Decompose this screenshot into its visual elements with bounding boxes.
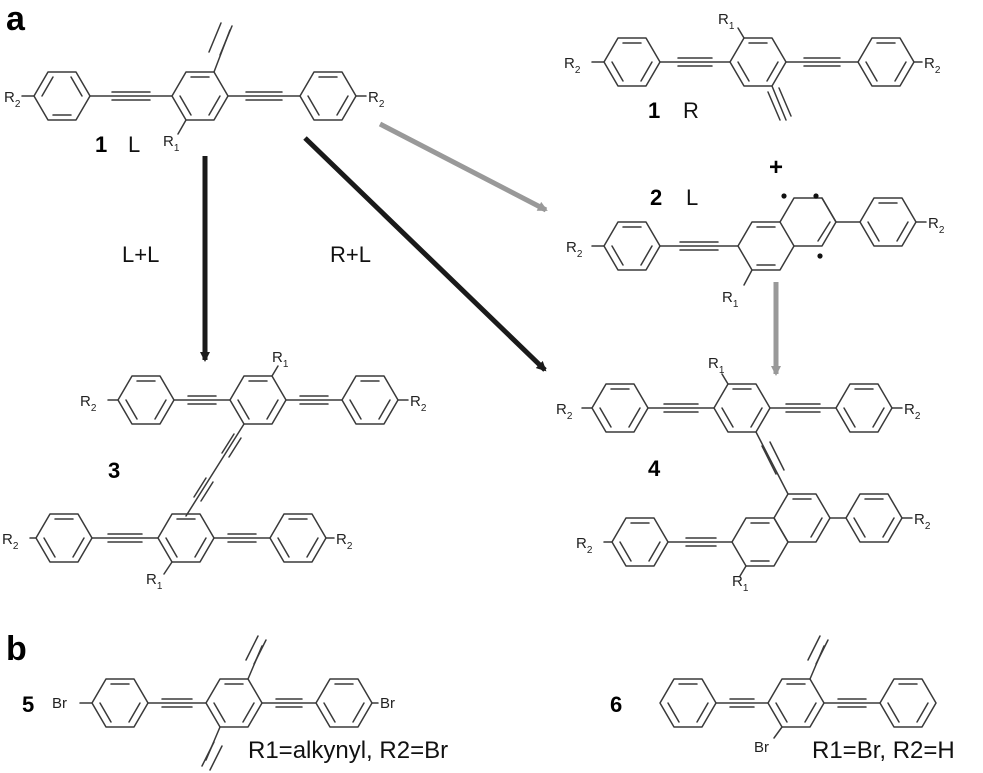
compound-2L-structure: R2 R1 R2 xyxy=(566,193,945,310)
compound-1L-number: 1 xyxy=(95,132,107,157)
compound-1R-number: 1 xyxy=(648,98,660,123)
r2-label: R2 xyxy=(924,55,941,76)
compound-1R-structure: R2 R1 R2 xyxy=(564,11,941,121)
compound-4-number: 4 xyxy=(648,456,661,481)
r2-label: R2 xyxy=(928,215,945,236)
r2-label: R2 xyxy=(576,535,593,556)
compound-1L-structure: R2 R1 R2 xyxy=(4,22,385,154)
r2-label: R2 xyxy=(2,531,19,552)
gray-arrow-to-2L xyxy=(378,121,548,213)
r1-label: R1 xyxy=(718,11,735,32)
br-label: Br xyxy=(52,695,67,712)
r2-label: R2 xyxy=(80,393,97,414)
r1-label: R1 xyxy=(146,571,163,592)
br-label: Br xyxy=(754,739,769,756)
r2-label: R2 xyxy=(368,89,385,110)
arrow-LL-label: L+L xyxy=(122,242,159,267)
compound-6-structure: Br xyxy=(659,635,937,756)
compound-4-structure: R2 R1 R2 R2 R2 R1 xyxy=(556,355,931,594)
compound-3-structure: R2 R1 R2 R2 R1 R2 xyxy=(2,349,427,592)
compound-5-definition: R1=alkynyl, R2=Br xyxy=(248,737,448,764)
r2-label: R2 xyxy=(4,89,21,110)
compound-6-number: 6 xyxy=(610,692,622,717)
r2-label: R2 xyxy=(410,393,427,414)
r2-label: R2 xyxy=(566,239,583,260)
compound-5-number: 5 xyxy=(22,692,34,717)
panel-a-label: a xyxy=(6,0,26,38)
compound-2L-tag: L xyxy=(686,185,698,210)
r1-label: R1 xyxy=(722,289,739,310)
r1-label: R1 xyxy=(708,355,725,376)
r1-label: R1 xyxy=(732,573,749,594)
r2-label: R2 xyxy=(904,401,921,422)
r2-label: R2 xyxy=(564,55,581,76)
compound-2L-number: 2 xyxy=(650,185,662,210)
panel-b-label: b xyxy=(6,630,27,668)
compound-6-definition: R1=Br, R2=H xyxy=(812,737,955,764)
arrow-RL-label: R+L xyxy=(330,242,371,267)
compound-5-structure: Br Br xyxy=(52,635,395,771)
r2-label: R2 xyxy=(914,511,931,532)
r1-label: R1 xyxy=(163,133,180,154)
compound-1R-tag: R xyxy=(683,98,699,123)
br-label: Br xyxy=(380,695,395,712)
compound-3-number: 3 xyxy=(108,458,120,483)
r2-label: R2 xyxy=(336,531,353,552)
arrow-RL xyxy=(303,136,547,372)
r2-label: R2 xyxy=(556,401,573,422)
compound-1L-tag: L xyxy=(128,132,140,157)
r1-label: R1 xyxy=(272,349,289,370)
plus-sign: + xyxy=(769,154,783,181)
